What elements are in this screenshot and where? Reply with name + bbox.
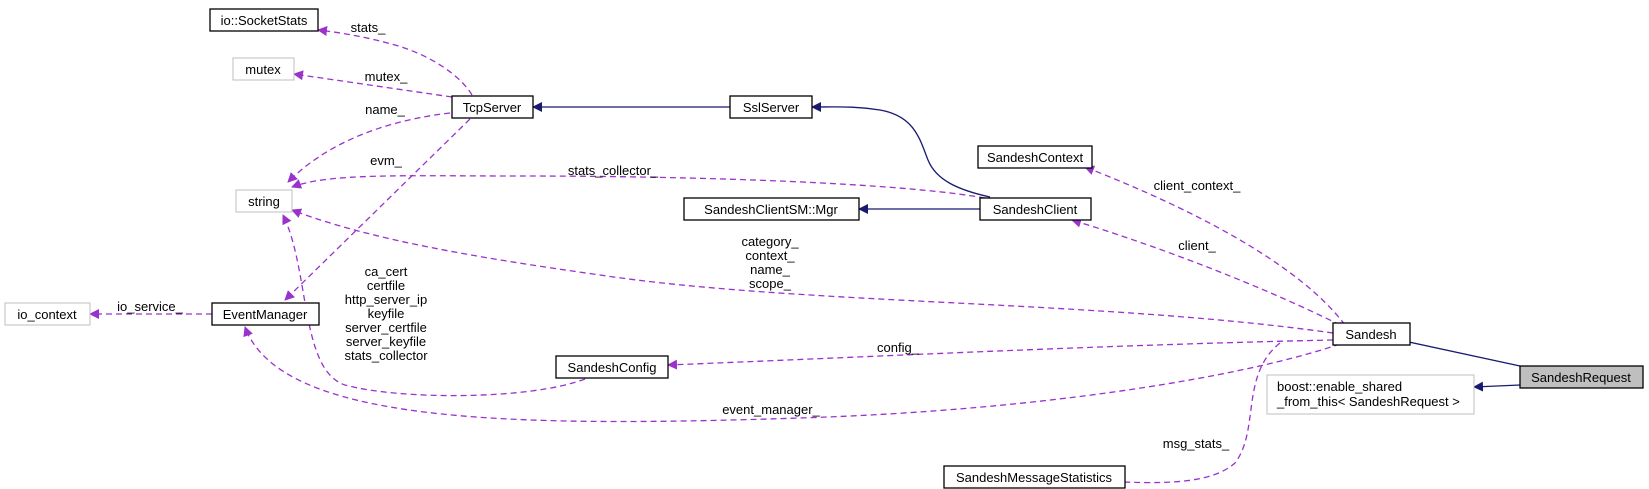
edge-sandesh-to-sandeshclient xyxy=(1071,217,1341,326)
node-label: SandeshClientSM::Mgr xyxy=(704,202,838,217)
node-sandesh[interactable]: Sandesh xyxy=(1332,322,1411,346)
edge-label-config-string-1: certfile xyxy=(367,278,405,293)
node-label: SandeshContext xyxy=(987,150,1084,165)
edge-label-evm: evm_ xyxy=(370,153,403,168)
edge-label-msg-stats: msg_stats_ xyxy=(1163,436,1230,451)
edge-label-sandesh-string-1: context_ xyxy=(745,248,795,263)
node-eventmanager[interactable]: EventManager xyxy=(211,302,320,326)
node-tcpserver[interactable]: TcpServer xyxy=(451,95,534,119)
edge-sandesh-to-messagestats xyxy=(1099,342,1281,487)
node-label: SandeshConfig xyxy=(568,360,657,375)
edge-label-config: config_ xyxy=(877,340,920,355)
node-label: SandeshMessageStatistics xyxy=(956,470,1113,485)
edge-tcpserver-to-string-name xyxy=(287,112,451,183)
edge-sandeshclient-to-string xyxy=(291,175,986,199)
node-sandeshmessagestatistics[interactable]: SandeshMessageStatistics xyxy=(943,465,1126,489)
edge-label-stats-collector: stats_collector_ xyxy=(568,163,659,178)
edge-label-mutex: mutex_ xyxy=(365,69,408,84)
edge-label-sandesh-string-0: category_ xyxy=(741,234,799,249)
node-label: io::SocketStats xyxy=(221,13,308,28)
edge-label-client: client_ xyxy=(1178,238,1216,253)
edge-label-config-string-2: http_server_ip xyxy=(345,292,427,307)
node-label: TcpServer xyxy=(463,100,522,115)
node-string[interactable]: string xyxy=(235,189,293,213)
edge-label-config-string-6: stats_collector xyxy=(344,348,428,363)
edge-sandeshconfig-to-string xyxy=(282,214,586,397)
edge-label-event-manager: event_manager_ xyxy=(722,402,820,417)
edge-label-io-service: io_service_ xyxy=(117,299,184,314)
node-label-line-1: boost::enable_shared xyxy=(1277,379,1402,394)
edge-tcpserver-to-socketstats xyxy=(317,26,473,96)
edge-sandeshrequest-to-enable-shared xyxy=(1473,381,1521,392)
edge-tcpserver-to-eventmanager xyxy=(284,118,471,301)
edge-sandeshclient-to-sslserver xyxy=(811,101,991,198)
edge-label-name: name_ xyxy=(365,102,406,117)
node-label-line-2: _from_this< SandeshRequest > xyxy=(1276,394,1460,409)
edge-tcpserver-to-mutex xyxy=(293,70,453,98)
node-sslserver[interactable]: SslServer xyxy=(729,95,813,119)
edge-label-sandesh-string-3: scope_ xyxy=(749,276,792,291)
edge-label-config-string-4: server_certfile xyxy=(345,320,427,335)
edge-label-sandesh-string-2: name_ xyxy=(750,262,791,277)
edge-label-config-string-5: server_keyfile xyxy=(346,334,426,349)
node-label: mutex xyxy=(245,62,281,77)
edge-sandesh-to-eventmanager xyxy=(243,326,1341,423)
node-label: SslServer xyxy=(743,100,800,115)
node-sandeshrequest[interactable]: SandeshRequest xyxy=(1519,365,1644,389)
edge-label-client-context: client_context_ xyxy=(1154,178,1241,193)
edge-sandeshrequest-to-sandesh xyxy=(1394,336,1521,367)
node-sandeshconfig[interactable]: SandeshConfig xyxy=(555,355,669,379)
node-label: SandeshRequest xyxy=(1531,370,1631,385)
node-mutex[interactable]: mutex xyxy=(232,57,295,81)
edge-label-stats: stats_ xyxy=(351,20,386,35)
node-sandeshclientsm-mgr[interactable]: SandeshClientSM::Mgr xyxy=(683,197,860,221)
edge-sandesh-to-sandeshcontext xyxy=(1084,165,1346,326)
node-io-context[interactable]: io_context xyxy=(4,302,91,326)
node-sandeshcontext[interactable]: SandeshContext xyxy=(977,145,1093,169)
edge-sandesh-to-sandeshconfig xyxy=(667,339,1334,370)
node-label: EventManager xyxy=(223,307,308,322)
edge-label-config-string-0: ca_cert xyxy=(365,264,408,279)
node-label: SandeshClient xyxy=(993,202,1078,217)
node-label: Sandesh xyxy=(1345,327,1396,342)
node-io-socketstats[interactable]: io::SocketStats xyxy=(209,8,319,32)
node-label: io_context xyxy=(17,307,77,322)
node-boost-enable-shared-from-this[interactable]: boost::enable_shared _from_this< Sandesh… xyxy=(1266,374,1475,415)
edge-sandesh-to-string xyxy=(291,208,1334,334)
node-label: string xyxy=(248,194,280,209)
node-sandeshclient[interactable]: SandeshClient xyxy=(979,197,1092,221)
edge-label-config-string-3: keyfile xyxy=(368,306,405,321)
